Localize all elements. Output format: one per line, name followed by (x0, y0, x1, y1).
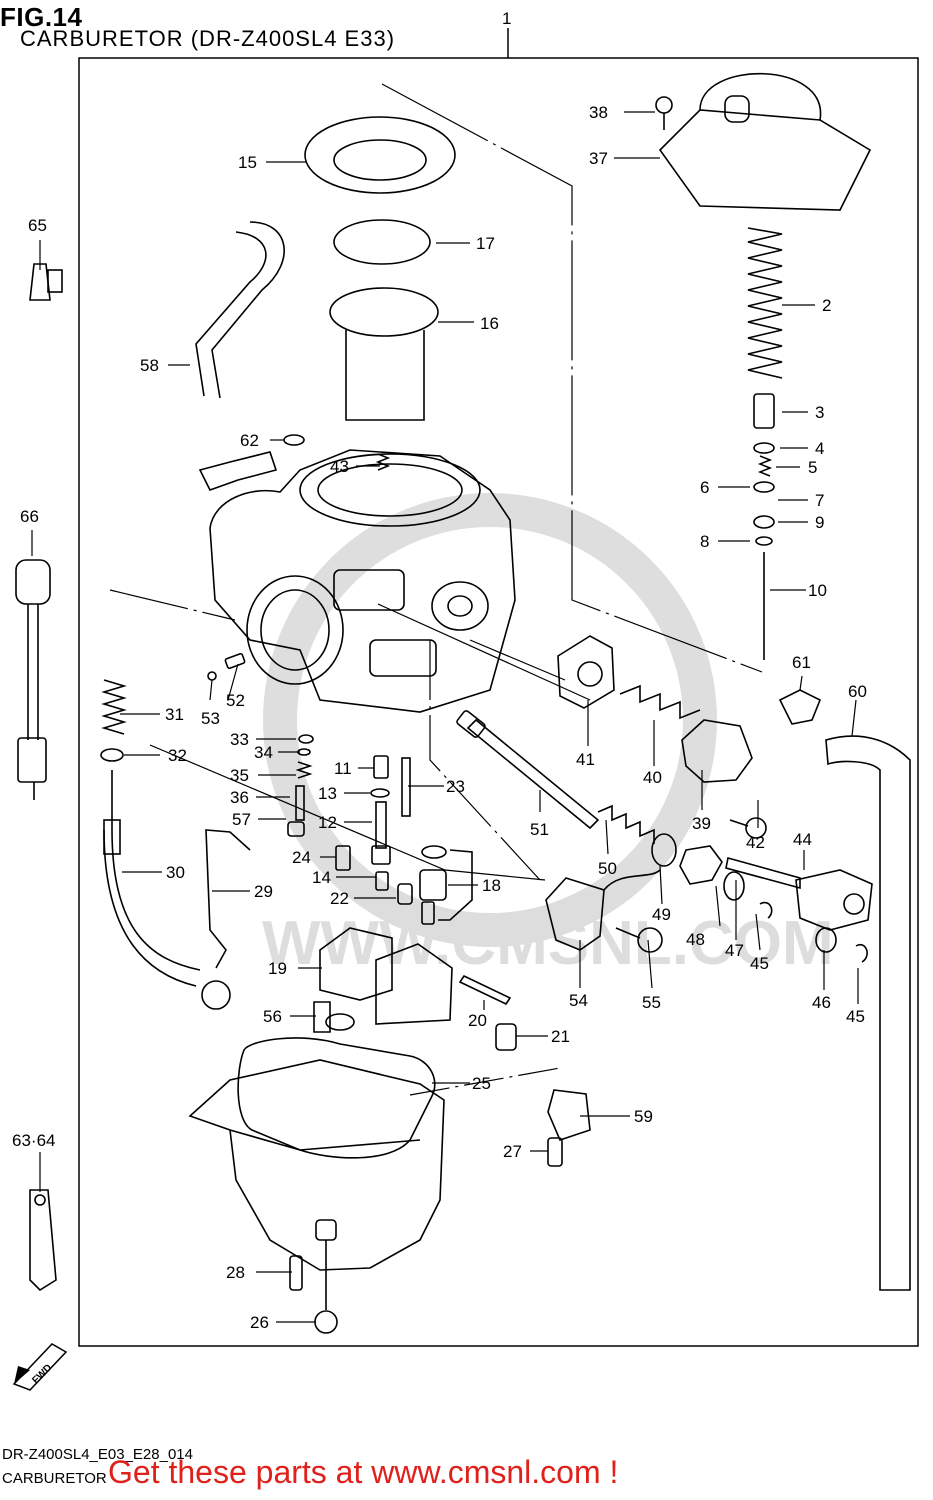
callout-18[interactable]: 18 (482, 876, 501, 895)
callout-31[interactable]: 31 (165, 705, 184, 724)
callout-12[interactable]: 12 (318, 813, 337, 832)
callout-56[interactable]: 56 (263, 1007, 282, 1026)
callout-16[interactable]: 16 (480, 314, 499, 333)
callout-65[interactable]: 65 (28, 216, 47, 235)
callout-51[interactable]: 51 (530, 820, 549, 839)
callout-58[interactable]: 58 (140, 356, 159, 375)
drawing-code: DR-Z400SL4_E03_E28_014 (2, 1446, 193, 1463)
callout-63-64[interactable]: 63·64 (12, 1131, 55, 1150)
callout-59[interactable]: 59 (634, 1107, 653, 1126)
callout-53[interactable]: 53 (201, 709, 220, 728)
callout-44[interactable]: 44 (793, 830, 812, 849)
callout-55[interactable]: 55 (642, 993, 661, 1012)
callout-1[interactable]: 1 (502, 9, 511, 28)
callout-3[interactable]: 3 (815, 403, 824, 422)
figure-subtitle: CARBURETOR (DR-Z400SL4 E33) (20, 26, 396, 51)
callout-20[interactable]: 20 (468, 1011, 487, 1030)
callout-61[interactable]: 61 (792, 653, 811, 672)
callout-24[interactable]: 24 (292, 848, 311, 867)
callout-48[interactable]: 48 (686, 930, 705, 949)
callout-22[interactable]: 22 (330, 889, 349, 908)
callout-10[interactable]: 10 (808, 581, 827, 600)
callout-49[interactable]: 49 (652, 905, 671, 924)
callout-19[interactable]: 19 (268, 959, 287, 978)
callout-17[interactable]: 17 (476, 234, 495, 253)
callout-27[interactable]: 27 (503, 1142, 522, 1161)
drawing-name: CARBURETOR (2, 1470, 107, 1487)
callout-62[interactable]: 62 (240, 431, 259, 450)
callout-9[interactable]: 9 (815, 513, 824, 532)
callout-23[interactable]: 23 (446, 777, 465, 796)
diagram-frame (78, 57, 919, 1347)
callout-40[interactable]: 40 (643, 768, 662, 787)
callout-33[interactable]: 33 (230, 730, 249, 749)
callout-4[interactable]: 4 (815, 439, 824, 458)
callout-46[interactable]: 46 (812, 993, 831, 1012)
figure-title: FIG.14 (0, 2, 83, 32)
callout-5[interactable]: 5 (808, 458, 817, 477)
callout-15[interactable]: 15 (238, 153, 257, 172)
callout-36[interactable]: 36 (230, 788, 249, 807)
callout-60[interactable]: 60 (848, 682, 867, 701)
callout-30[interactable]: 30 (166, 863, 185, 882)
callout-50[interactable]: 50 (598, 859, 617, 878)
callout-26[interactable]: 26 (250, 1313, 269, 1332)
promo-link[interactable]: Get these parts at www.cmsnl.com ! (108, 1454, 619, 1490)
callout-11[interactable]: 11 (334, 759, 352, 778)
callout-52[interactable]: 52 (226, 691, 245, 710)
callout-25[interactable]: 25 (472, 1074, 491, 1093)
callout-6[interactable]: 6 (700, 478, 709, 497)
callout-57[interactable]: 57 (232, 810, 251, 829)
callout-8[interactable]: 8 (700, 532, 709, 551)
callout-35[interactable]: 35 (230, 766, 249, 785)
callout-37[interactable]: 37 (589, 149, 608, 168)
callout-39[interactable]: 39 (692, 814, 711, 833)
callout-43[interactable]: 43 (330, 457, 349, 476)
callout-28[interactable]: 28 (226, 1263, 245, 1282)
callout-14[interactable]: 14 (312, 868, 331, 887)
callout-7[interactable]: 7 (815, 491, 824, 510)
callout-47[interactable]: 47 (725, 941, 744, 960)
callout-54[interactable]: 54 (569, 991, 588, 1010)
callout-38[interactable]: 38 (589, 103, 608, 122)
forward-arrow-icon: FWD (12, 1343, 68, 1391)
watermark: WWW.CMSNL.COM (262, 493, 834, 978)
callout-32[interactable]: 32 (168, 746, 187, 765)
callout-34[interactable]: 34 (254, 743, 273, 762)
callout-45b[interactable]: 45 (846, 1007, 865, 1026)
watermark-text: WWW.CMSNL.COM (262, 909, 834, 978)
callout-41[interactable]: 41 (576, 750, 595, 769)
callout-45a[interactable]: 45 (750, 954, 769, 973)
callout-2[interactable]: 2 (822, 296, 831, 315)
callout-42[interactable]: 42 (746, 833, 765, 852)
callout-29[interactable]: 29 (254, 882, 273, 901)
callout-21[interactable]: 21 (551, 1027, 570, 1046)
callout-66[interactable]: 66 (20, 507, 39, 526)
callout-13[interactable]: 13 (318, 784, 337, 803)
